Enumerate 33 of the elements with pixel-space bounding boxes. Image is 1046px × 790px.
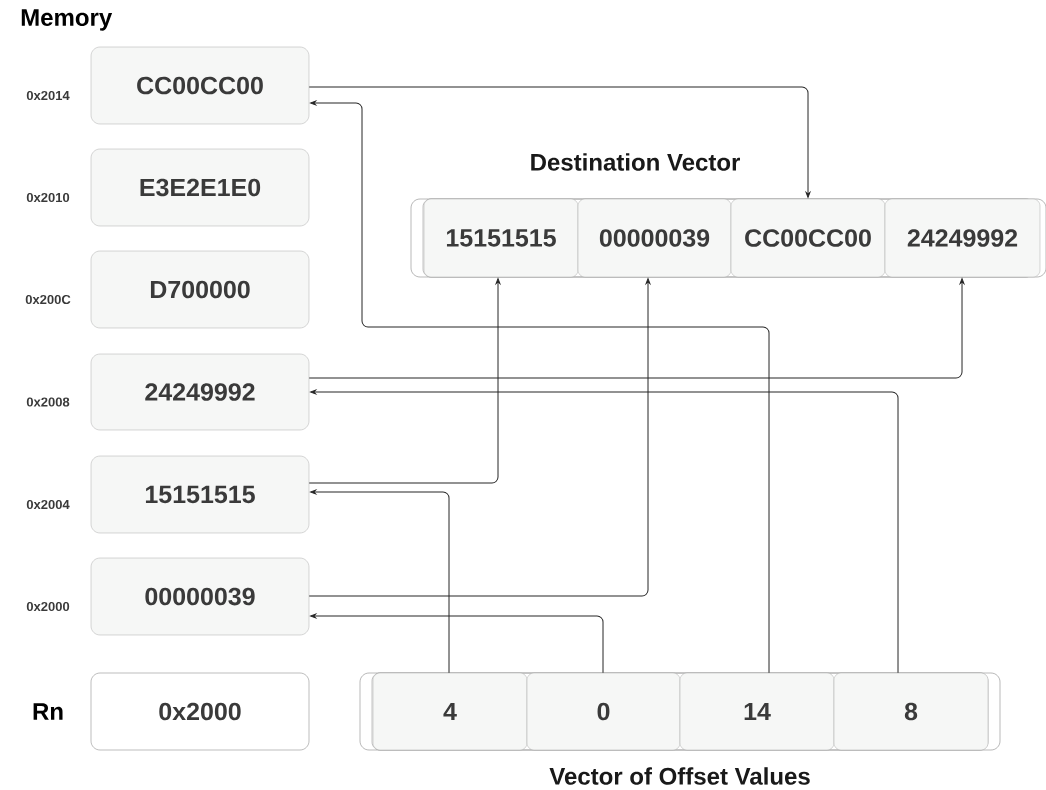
address-label: 0x2010: [26, 192, 70, 203]
vector-heading: Vector of Offset Values: [549, 767, 810, 785]
arrow: [310, 389, 899, 674]
register-name: Rn: [33, 703, 63, 720]
register-box: 0x2000: [90, 672, 310, 751]
memory-cell: 15151515: [90, 455, 310, 534]
memory-cell: CC00CC00: [90, 46, 310, 125]
arrow: [308, 278, 965, 379]
column-heading: Memory: [21, 9, 113, 31]
vector-element: 00000039: [577, 198, 732, 278]
address-label: 0x2014: [26, 90, 70, 101]
address-label: 0x2000: [26, 601, 70, 612]
address-label: 0x2004: [26, 499, 70, 510]
vector-element: 0: [526, 672, 681, 751]
vector-element: 8: [833, 672, 989, 751]
vector-element: 15151515: [423, 198, 579, 278]
vector-element: 24249992: [884, 198, 1041, 278]
arrow: [308, 86, 811, 198]
vector-element: 4: [372, 672, 528, 751]
address-label: 0x2008: [26, 397, 70, 407]
vector-element: 14: [679, 672, 835, 751]
vector-heading: Destination Vector: [531, 153, 740, 171]
arrow: [310, 613, 604, 674]
memory-cell: 00000039: [90, 557, 310, 636]
arrow: [308, 278, 501, 484]
arrow: [310, 489, 450, 674]
arrow: [308, 278, 651, 597]
address-label: 0x200C: [25, 294, 71, 305]
memory-cell: E3E2E1E0: [90, 148, 310, 227]
memory-cell: D700000: [90, 250, 310, 329]
vector-element: CC00CC00: [730, 198, 886, 278]
memory-cell: 24249992: [90, 353, 310, 431]
arrow: [310, 100, 770, 674]
